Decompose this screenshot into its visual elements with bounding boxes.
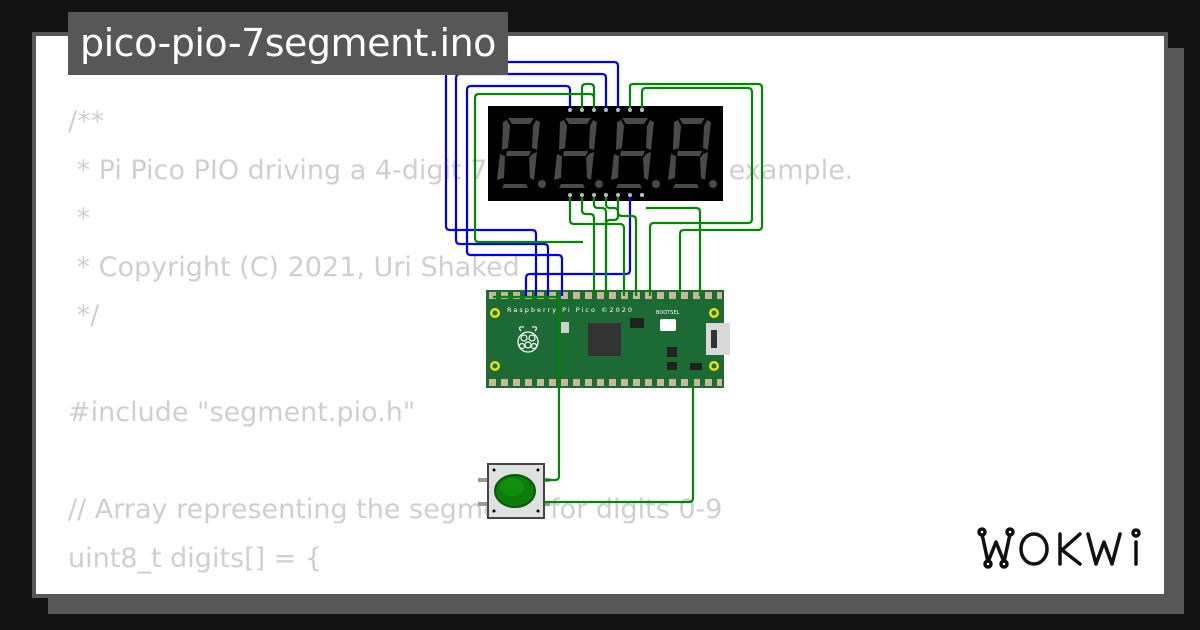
wire-green[interactable]	[640, 86, 754, 296]
wire-green[interactable]	[544, 379, 695, 504]
usb-port	[706, 323, 730, 355]
wire-green[interactable]	[580, 82, 596, 108]
mounting-holes	[490, 308, 719, 371]
code-line: 0b11000000, // 0	[68, 583, 853, 594]
wire-green[interactable]	[544, 384, 561, 482]
code-line: uint8_t digits[] = {	[68, 542, 323, 574]
smd-component	[667, 347, 677, 357]
bootsel-button[interactable]	[660, 319, 676, 331]
smd-component	[667, 362, 677, 370]
code-line: /**	[68, 106, 105, 137]
raspberry-pi-pico-board[interactable]: Raspberry Pi Pico ©2020 BOOTSEL	[486, 290, 730, 388]
raspberry-logo-icon	[517, 326, 539, 353]
seven-segment-display[interactable]	[488, 106, 723, 201]
board-label: Raspberry Pi Pico ©2020	[507, 306, 634, 314]
wire-green[interactable]	[580, 197, 596, 296]
wire-blue[interactable]	[465, 84, 572, 296]
wokwi-logo	[977, 527, 1141, 569]
flash-chip	[630, 318, 644, 328]
header-pins-bottom	[489, 379, 722, 386]
wire-blue[interactable]	[444, 60, 620, 296]
wire-green[interactable]	[646, 206, 702, 296]
code-line: *	[68, 203, 91, 234]
project-title: pico-pio-7segment.ino	[68, 12, 508, 75]
pushbutton[interactable]	[478, 463, 550, 519]
code-line: // Array representing the segments for d…	[68, 494, 723, 525]
wires	[444, 60, 764, 504]
wire-green[interactable]	[604, 197, 620, 296]
wire-blue[interactable]	[524, 197, 632, 296]
usb-port-inner	[711, 330, 717, 348]
wire-green[interactable]	[568, 197, 626, 296]
code-line: * Copyright (C) 2021, Uri Shaked	[68, 251, 520, 283]
wire-green[interactable]	[493, 295, 561, 384]
code-line: #include "segment.pio.h"	[68, 397, 416, 428]
wire-blue[interactable]	[454, 72, 608, 296]
display-pin-caps	[640, 108, 644, 197]
wire-green[interactable]	[592, 197, 608, 296]
wire-green[interactable]	[616, 197, 638, 296]
smd-component	[690, 363, 702, 370]
segment-digits	[497, 118, 717, 188]
led	[561, 322, 569, 333]
bootsel-label: BOOTSEL	[656, 310, 680, 316]
code-line: */	[68, 300, 100, 331]
rp2040-chip	[588, 323, 621, 356]
wire-green[interactable]	[628, 82, 764, 296]
